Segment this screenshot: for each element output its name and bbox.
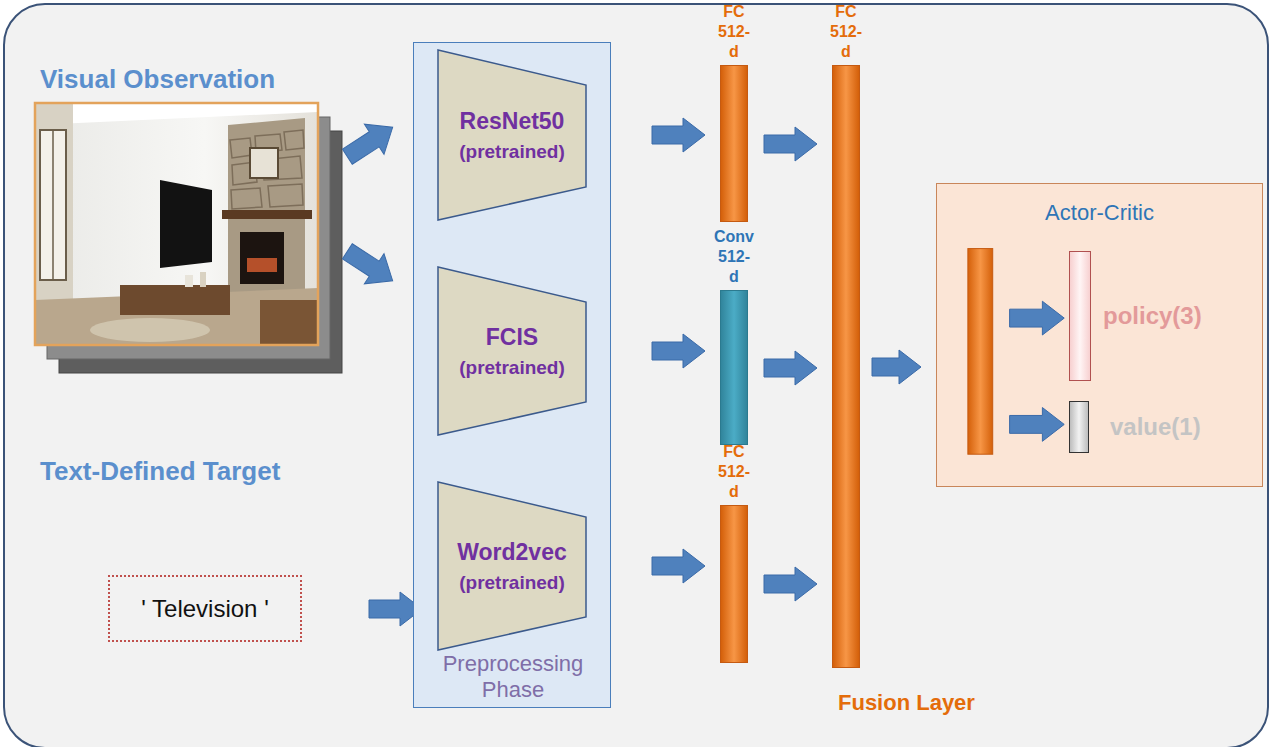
fc-layer-bar: FC 512-d bbox=[720, 65, 748, 222]
photo-frame-front bbox=[35, 103, 318, 345]
trapezoid-text: FCIS(pretrained) bbox=[437, 266, 587, 436]
actor-critic-internals bbox=[937, 184, 1262, 486]
trapezoid-shape bbox=[438, 267, 586, 435]
block-arrow-connector bbox=[652, 549, 705, 583]
free-label: Text-Defined Target bbox=[40, 456, 280, 487]
model-note: (pretrained) bbox=[459, 569, 565, 597]
preprocessing-panel: Preprocessing PhaseResNet50(pretrained)F… bbox=[413, 42, 611, 708]
block-arrow bbox=[1010, 301, 1065, 335]
panel-title: Preprocessing Phase bbox=[434, 651, 592, 703]
block-arrow bbox=[652, 334, 705, 368]
model-name: FCIS bbox=[486, 320, 538, 354]
block-arrow bbox=[872, 350, 921, 384]
conv-layer-bar: Conv 512-d bbox=[720, 290, 748, 445]
block-arrow bbox=[764, 351, 817, 385]
policy-output-bar: policy(3) bbox=[1069, 251, 1091, 381]
value-output-bar: value(1) bbox=[1069, 401, 1089, 453]
value-label: value(1) bbox=[1110, 413, 1201, 441]
trapezoid-outline bbox=[437, 49, 587, 221]
block-arrow-connector bbox=[652, 118, 705, 152]
block-arrow bbox=[338, 112, 403, 172]
block-arrow bbox=[764, 567, 817, 601]
model-note: (pretrained) bbox=[459, 138, 565, 166]
layer-label: Conv 512-d bbox=[714, 227, 754, 287]
trapezoid-shape bbox=[438, 482, 586, 650]
encoder-trapezoid: FCIS(pretrained) bbox=[437, 266, 587, 436]
model-name: Word2vec bbox=[457, 535, 567, 569]
encoder-trapezoid: ResNet50(pretrained) bbox=[437, 49, 587, 221]
block-arrow-connector bbox=[764, 567, 817, 601]
free-label: Visual Observation bbox=[40, 64, 275, 95]
block-arrow-connector bbox=[764, 127, 817, 161]
block-arrow bbox=[1010, 408, 1065, 442]
trapezoid-text: ResNet50(pretrained) bbox=[437, 49, 587, 221]
trapezoid-outline bbox=[437, 481, 587, 651]
model-note: (pretrained) bbox=[459, 354, 565, 382]
block-arrow bbox=[652, 118, 705, 152]
trapezoid-text: Word2vec(pretrained) bbox=[437, 481, 587, 651]
policy-label: policy(3) bbox=[1103, 302, 1202, 330]
layer-label: FC 512-d bbox=[830, 2, 862, 62]
block-arrow-connector bbox=[652, 334, 705, 368]
block-arrow bbox=[764, 127, 817, 161]
trapezoid-shape bbox=[438, 50, 586, 220]
free-label: Fusion Layer bbox=[838, 690, 975, 716]
target-word: ' Television ' bbox=[141, 595, 268, 623]
block-arrow bbox=[338, 236, 403, 296]
trapezoid-outline bbox=[437, 266, 587, 436]
layer-label: FC 512-d bbox=[718, 442, 750, 502]
model-name: ResNet50 bbox=[460, 104, 565, 138]
hidden-layer-bar bbox=[968, 249, 993, 455]
layer-label: FC 512-d bbox=[718, 2, 750, 62]
actor-critic-box: Actor-Critic policy(3) value(1) bbox=[936, 183, 1263, 487]
block-arrow-connector bbox=[872, 350, 921, 384]
fc-layer-bar: FC 512-d bbox=[720, 505, 748, 663]
room-photo bbox=[35, 103, 318, 345]
box-title: Actor-Critic bbox=[937, 200, 1262, 226]
fc-layer-bar: FC 512-d bbox=[832, 65, 860, 668]
block-arrow-connector bbox=[764, 351, 817, 385]
encoder-trapezoid: Word2vec(pretrained) bbox=[437, 481, 587, 651]
target-text-box: ' Television ' bbox=[108, 575, 302, 642]
block-arrow bbox=[652, 549, 705, 583]
